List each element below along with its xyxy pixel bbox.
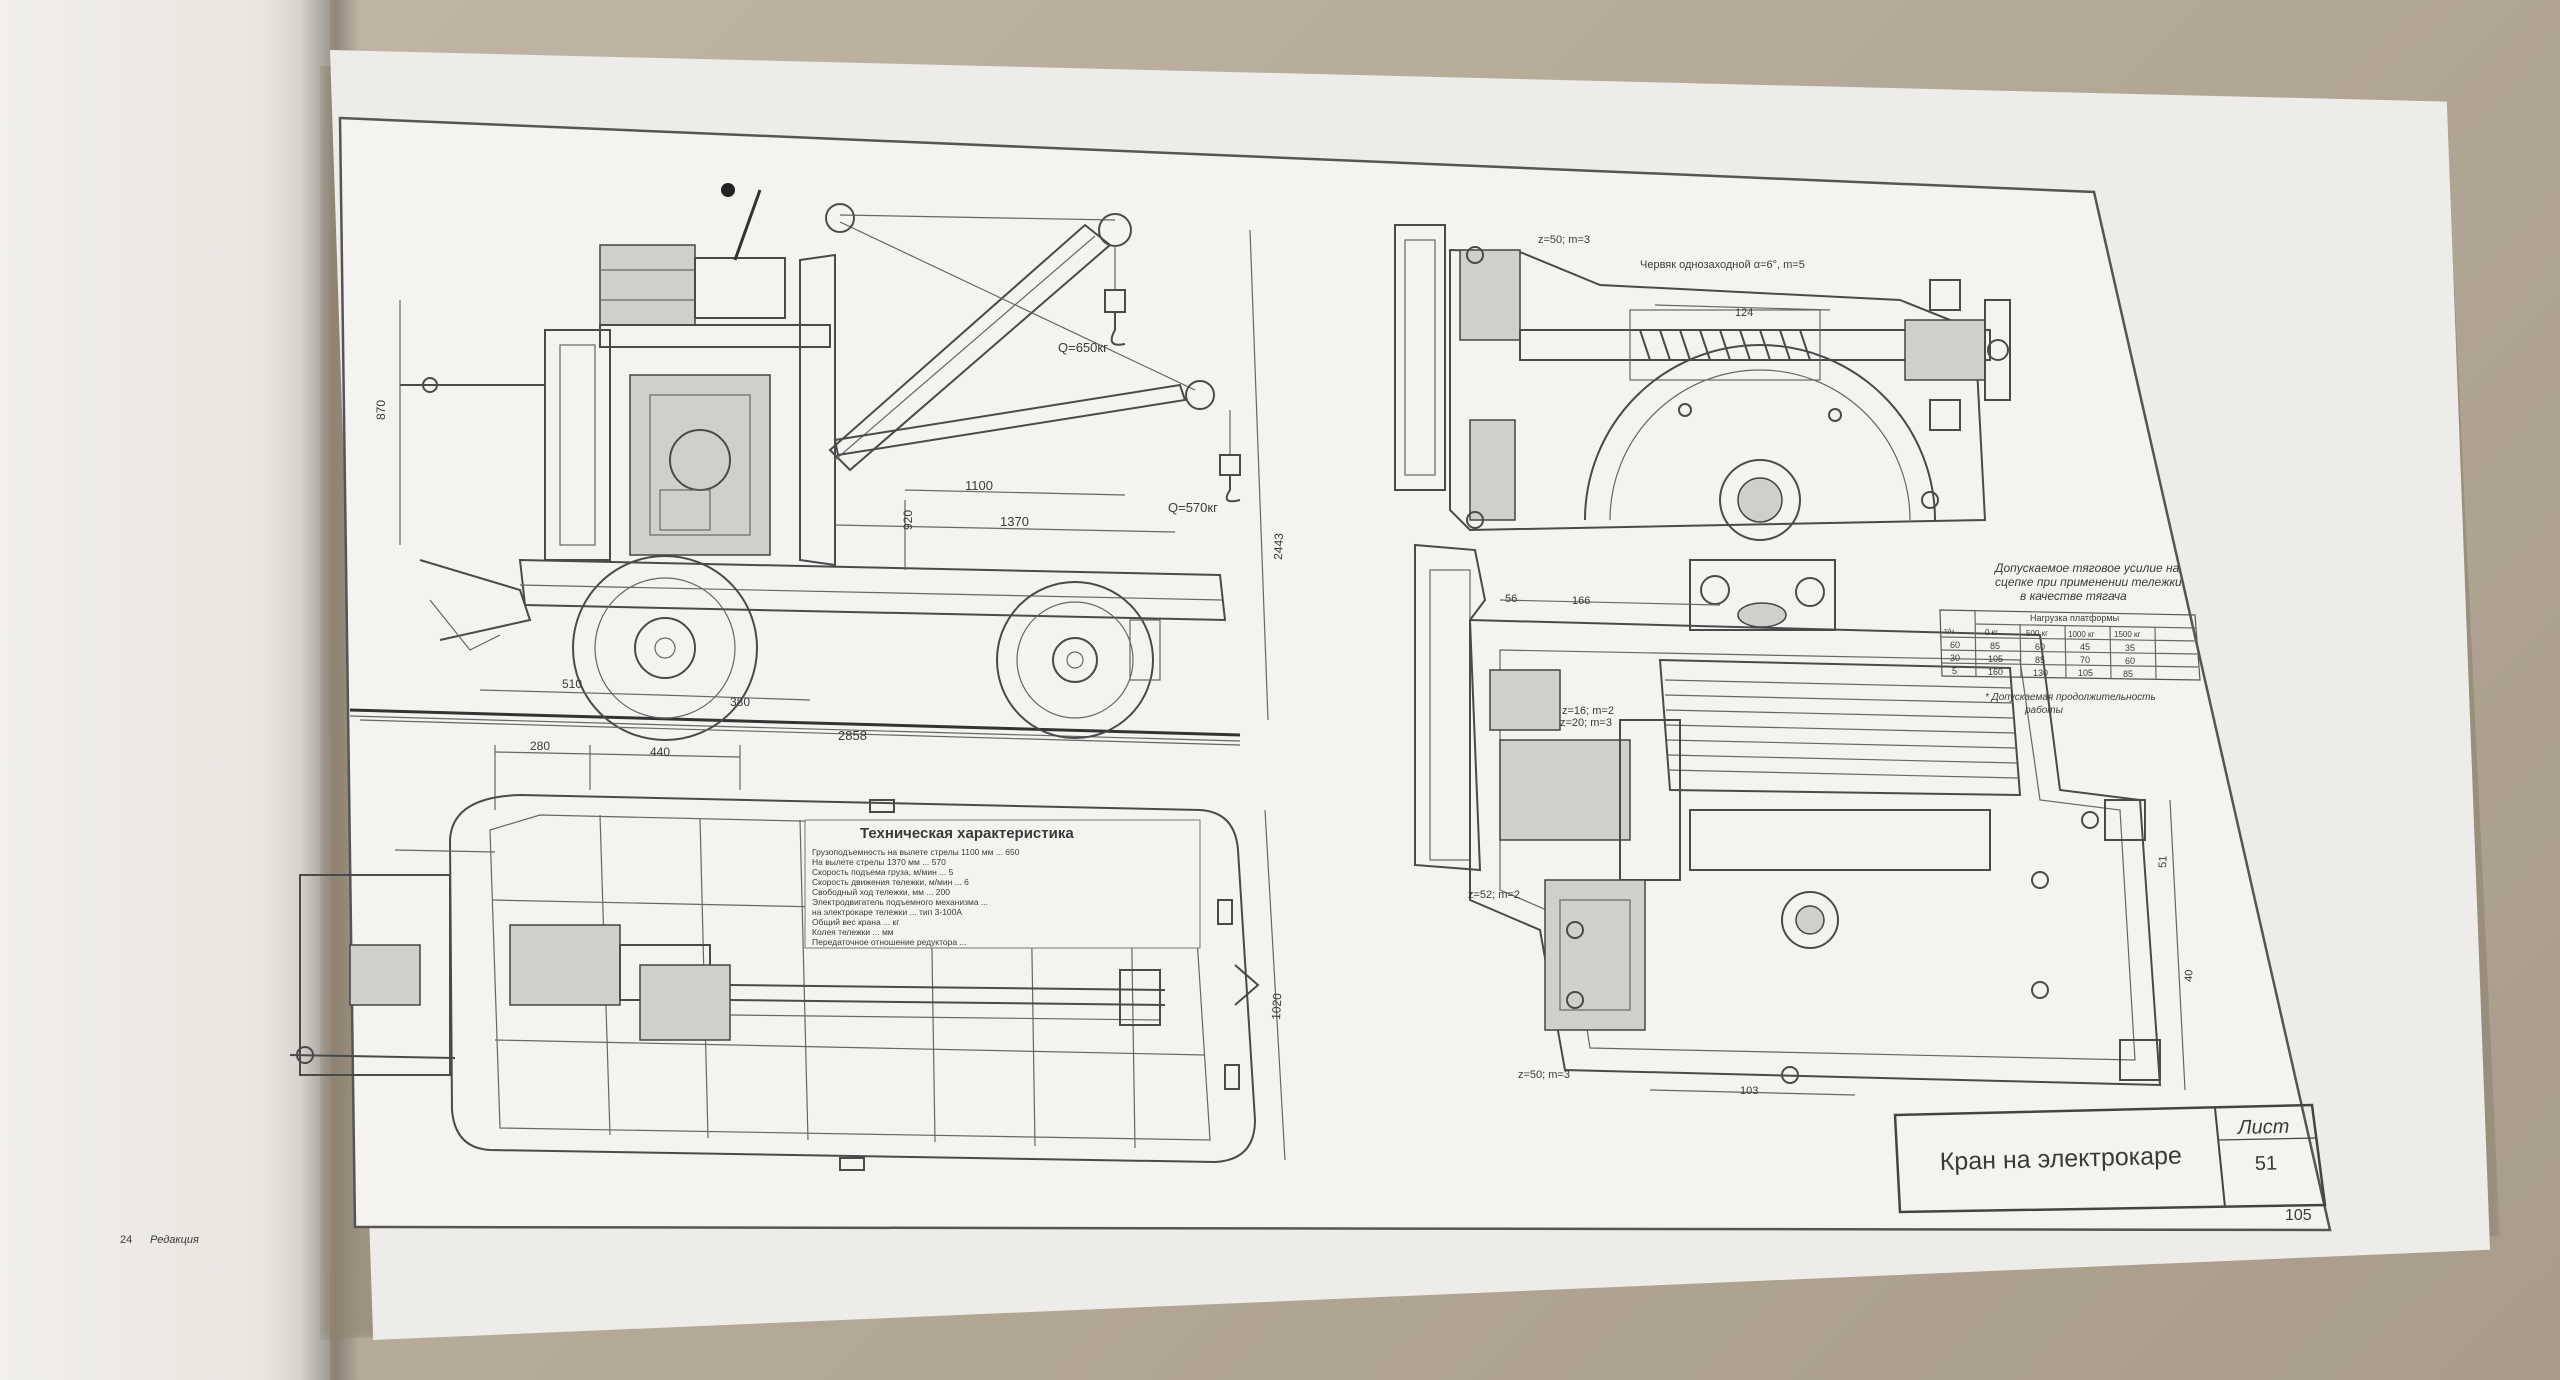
spec-line: Скорость подъема груза, м/мин ... 5 <box>812 867 954 877</box>
dim-870: 870 <box>374 400 388 420</box>
table-col: 500 кг <box>2026 629 2048 638</box>
page-number: 105 <box>2285 1207 2312 1224</box>
table-cell: 60 <box>2125 656 2135 666</box>
load-label-top: Q=650кг <box>1058 340 1108 355</box>
dim-440: 440 <box>650 745 670 759</box>
table-cell: 105 <box>2078 668 2093 678</box>
table-cell: 85 <box>2123 669 2133 679</box>
dim-1370: 1370 <box>1000 514 1029 529</box>
spec-line: Передаточное отношение редуктора ... <box>812 937 967 947</box>
spec-line: Скорость движения тележки, м/мин ... 6 <box>812 877 969 887</box>
table-cell: 5 <box>1952 666 1957 676</box>
table-col: т/ч <box>1944 627 1954 636</box>
table-cell: 35 <box>2125 643 2135 653</box>
dim-56: 56 <box>1505 593 1517 605</box>
dim-2858: 2858 <box>838 728 867 743</box>
table-title-line: в качестве тягача <box>2020 589 2127 603</box>
dim-51: 51 <box>2157 855 2169 868</box>
spec-lines: Грузоподъемность на вылете стрелы 1100 м… <box>812 847 1020 947</box>
sheet-number: 51 <box>2255 1152 2278 1175</box>
table-cell: 45 <box>2080 642 2090 652</box>
dim-124: 124 <box>1735 307 1753 319</box>
load-label-bottom: Q=570кг <box>1168 500 1218 515</box>
label-z20: z=20; m=3 <box>1560 717 1612 729</box>
tension-table: Допускаемое тяговое усилие на сцепке при… <box>1939 561 2201 716</box>
label-z52: z=52; m=2 <box>1468 889 1520 901</box>
table-cell: 85 <box>2035 655 2045 665</box>
table-cell: 60 <box>2035 642 2045 652</box>
spec-line: на электрокаре тележки ... тип 3-100А <box>812 907 962 917</box>
title-block <box>1893 1103 2327 1214</box>
table-footnote-line: работы <box>2024 704 2064 716</box>
crane-plan-view <box>289 745 1286 1171</box>
spec-line: Общий вес крана ... кг <box>812 917 899 927</box>
table-col: 1000 кг <box>2068 630 2095 639</box>
sheet-label: Лист <box>2236 1116 2290 1139</box>
dim-2443: 2443 <box>1271 533 1286 560</box>
spec-title: Техническая характеристика <box>860 825 1074 842</box>
table-cell: 85 <box>1990 641 2000 651</box>
drawing-frame <box>338 116 2332 1232</box>
dim-280: 280 <box>530 739 550 753</box>
label-z16: z=16; m=2 <box>1562 705 1614 717</box>
table-cell: 160 <box>1988 667 2003 677</box>
left-page <box>0 0 330 1380</box>
table-col: 0 кг <box>1985 628 1998 637</box>
dim-510: 510 <box>562 677 582 691</box>
hoist-gearbox-section <box>1414 543 2186 1096</box>
table-footnote-line: * Допускаемая продолжительность <box>1985 692 2156 703</box>
footer-left-text: Редакция <box>150 1234 199 1246</box>
table-cell: 70 <box>2080 655 2090 665</box>
label-z50-top: z=50; m=3 <box>1538 234 1590 246</box>
worm-gear-section <box>1394 224 2011 541</box>
dim-920: 920 <box>901 510 915 530</box>
dim-166: 166 <box>1572 595 1590 607</box>
table-cell: 30 <box>1950 653 1960 663</box>
crane-side-view <box>349 183 1269 746</box>
spec-line: Свободный ход тележки, мм ... 200 <box>812 887 950 897</box>
title-text: Кран на электрокаре <box>1939 1142 2182 1176</box>
spec-line: Электродвигатель подъемного механизма ..… <box>812 897 988 907</box>
dim-1020: 1020 <box>1269 992 1284 1020</box>
footer-left-num: 24 <box>120 1234 132 1246</box>
dim-1100: 1100 <box>965 478 993 493</box>
label-worm: Червяк однозаходной α=6°, m=5 <box>1640 259 1805 271</box>
spec-line: Грузоподъемность на вылете стрелы 1100 м… <box>812 847 1020 857</box>
table-title-line: сцепке при применении тележки <box>1995 575 2182 589</box>
table-header: Нагрузка платформы <box>2030 613 2119 623</box>
spec-line: На вылете стрелы 1370 мм ... 570 <box>812 857 946 867</box>
table-cell: 130 <box>2033 668 2048 678</box>
spec-line: Колея тележки ... мм <box>812 927 894 937</box>
table-cell: 105 <box>1988 654 2003 664</box>
label-z50-bottom: z=50; m=3 <box>1518 1069 1570 1081</box>
table-col: 1500 кг <box>2114 630 2141 639</box>
spec-box <box>804 819 1201 949</box>
dim-40: 40 <box>2183 969 2195 982</box>
dim-103: 103 <box>1740 1085 1758 1097</box>
dim-380: 380 <box>730 695 750 709</box>
table-title-line: Допускаемое тяговое усилие на <box>1993 561 2180 575</box>
table-cell: 60 <box>1950 640 1960 650</box>
